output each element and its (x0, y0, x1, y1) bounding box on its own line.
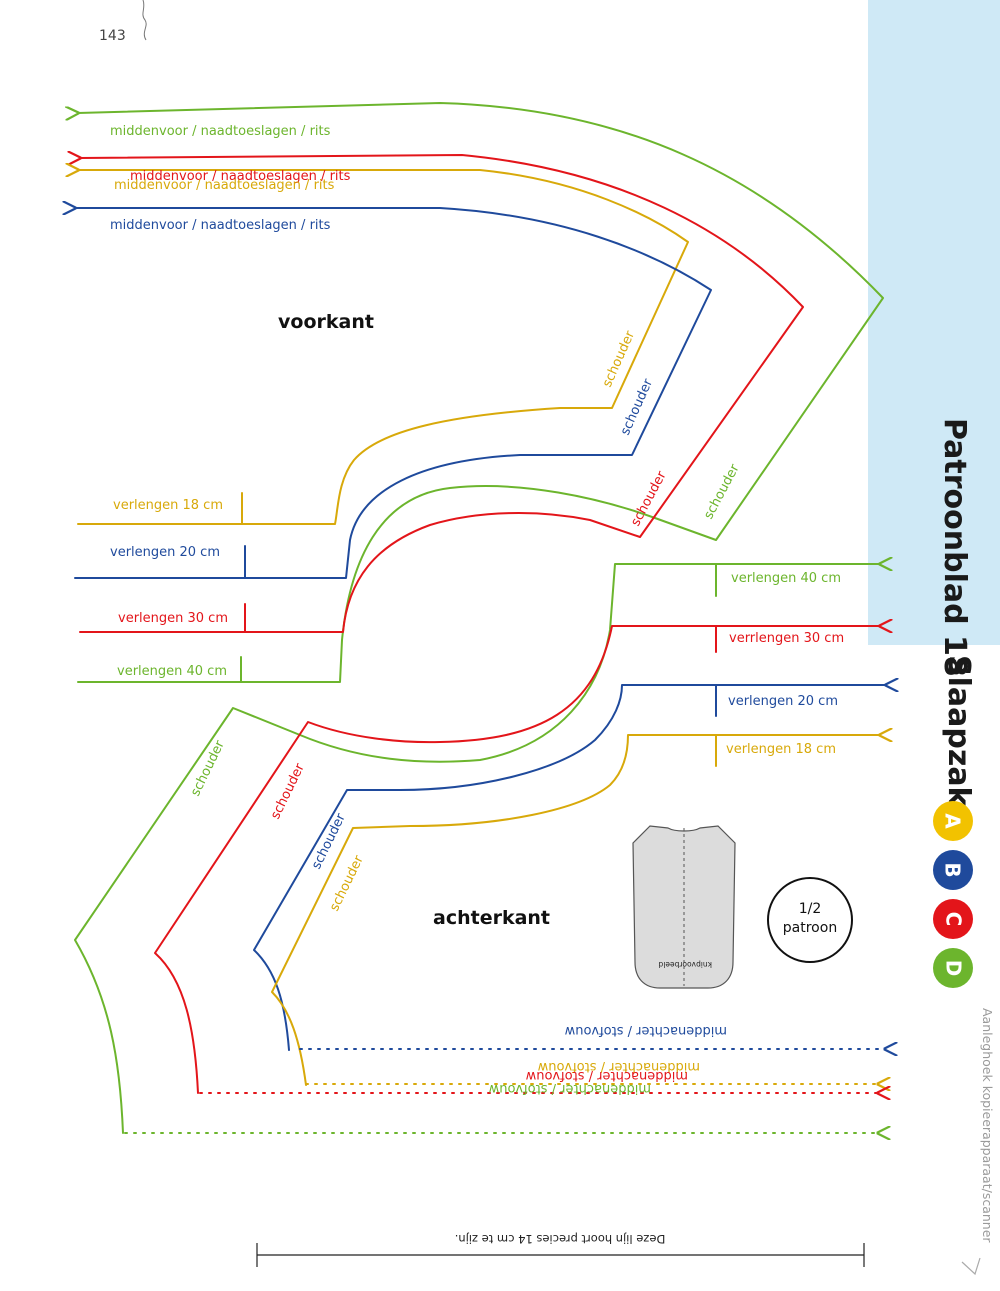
back-center-label-yellow: middenachter / stofvouw (537, 1059, 700, 1074)
front-center-label-red: middenvoor / naadtoeslagen / rits (130, 169, 351, 184)
shoulder-label-back-red: schouder (268, 761, 308, 822)
front-ext-label-30: verlengen 30 cm (118, 611, 228, 626)
scanner-corner-note: Aanleghoek kopieerapparaat/scanner (980, 1008, 995, 1243)
back-ext-label-30: verrlengen 30 cm (729, 631, 844, 646)
corner-arrow-icon (961, 1257, 981, 1276)
half-pattern-badge: 1/2 patroon (767, 877, 853, 963)
back-ext-label-18: verlengen 18 cm (726, 742, 836, 757)
back-center-label-red: middenachter / stofvouw (525, 1068, 688, 1083)
badge-b: B (933, 850, 973, 890)
back-title: achterkant (433, 907, 550, 929)
front-center-label-yellow: middenvoor / naadtoeslagen / rits (114, 178, 335, 193)
front-outline-red (80, 155, 804, 633)
badge-d: D (933, 948, 973, 988)
decorative-squiggle (142, 0, 147, 41)
shoulder-label-front-green: schouder (701, 461, 743, 522)
shoulder-label-back-green: schouder (188, 738, 228, 799)
sidebar-subtitle: Slaapzak (941, 655, 976, 807)
shoulder-label-front-yellow: schouder (600, 328, 638, 389)
back-ext-label-20: verlengen 20 cm (728, 694, 838, 709)
front-center-label-green: middenvoor / naadtoeslagen / rits (110, 124, 331, 139)
back-outline-red (154, 626, 880, 1094)
front-outline-yellow (78, 170, 689, 525)
front-ext-label-40: verlengen 40 cm (117, 664, 227, 679)
badge-a: A (933, 801, 973, 841)
front-center-label-blue: middenvoor / naadtoeslagen / rits (110, 218, 331, 233)
badge-a-letter: A (940, 813, 965, 829)
sleeping-bag-thumbnail: knipvoorbeeld (632, 825, 736, 989)
back-center-label-green: middenachter / stofvouw (488, 1081, 651, 1096)
badge-c-letter: C (941, 911, 965, 927)
shoulder-label-front-blue: schouder (618, 376, 656, 437)
back-outline-yellow (271, 735, 880, 1086)
badge-c: C (933, 899, 973, 939)
front-ext-label-18: verlengen 18 cm (113, 498, 223, 513)
badge-d-letter: D (940, 959, 965, 977)
ruler-caption: Deze lijn hoort precies 14 cm te zijn. (454, 1232, 666, 1246)
front-ext-label-20: verlengen 20 cm (110, 545, 220, 560)
back-ext-label-40: verlengen 40 cm (731, 571, 841, 586)
sidebar-title: Patroonblad 18 (937, 418, 972, 677)
shoulder-label-front-red: schouder (628, 468, 670, 529)
front-title: voorkant (278, 311, 374, 333)
back-outline-blue (253, 685, 886, 1051)
back-center-label-blue: middenachter / stofvouw (564, 1023, 727, 1038)
sidebar-panel (868, 0, 1000, 645)
thumbnail-label: knipvoorbeeld (658, 960, 712, 969)
shoulder-label-back-yellow: schouder (327, 853, 367, 914)
front-outline-green (78, 102, 884, 683)
ruler-line-14cm (256, 1243, 865, 1267)
page-number: 143 (99, 28, 126, 44)
badge-b-letter: B (941, 862, 965, 878)
half-pattern-line2: patroon (783, 920, 837, 936)
back-outline-green (74, 564, 880, 1134)
half-pattern-line1: 1/2 (799, 901, 822, 917)
front-outline-blue (75, 208, 712, 579)
